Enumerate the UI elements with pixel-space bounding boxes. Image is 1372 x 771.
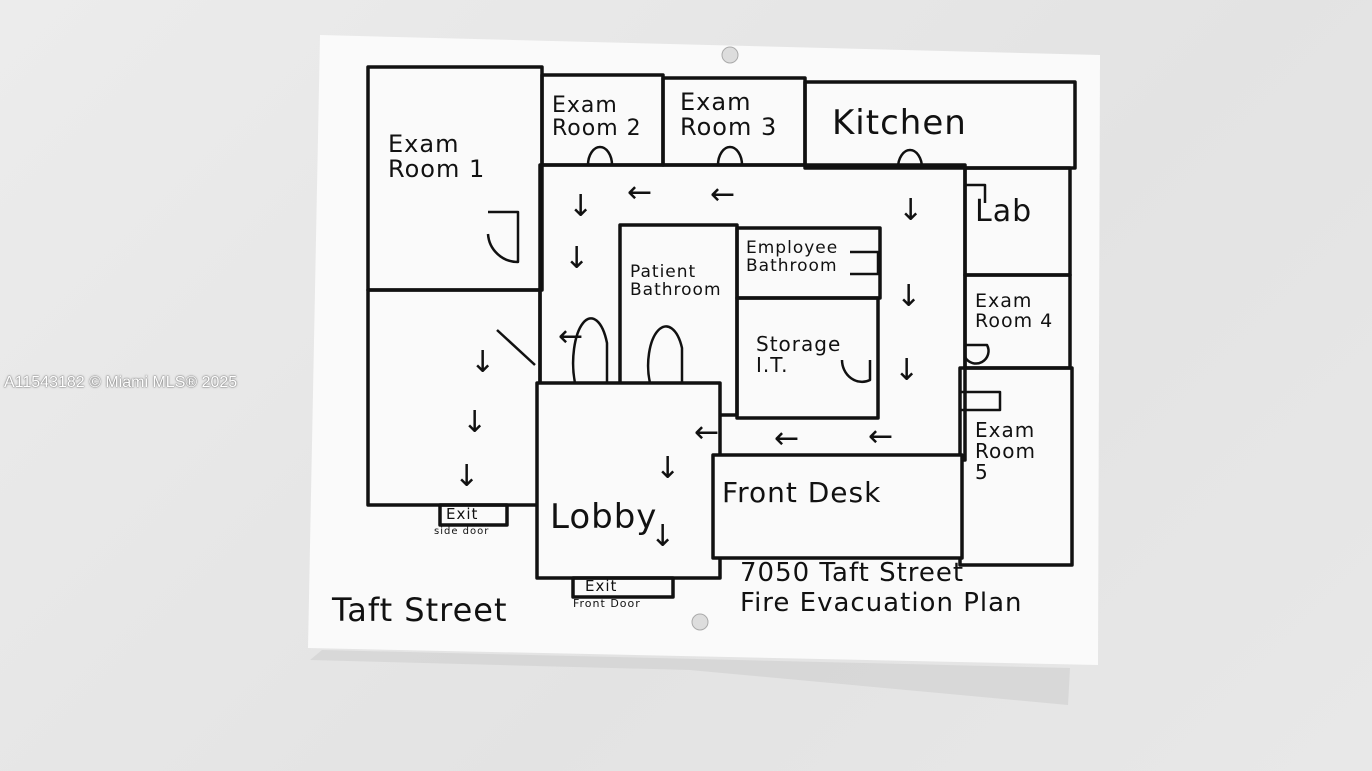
arrow-down-icon: ↓ (564, 241, 590, 276)
arrow-down-icon: ↓ (650, 519, 676, 554)
room-kitchen (803, 80, 1077, 170)
arrow-down-icon: ↓ (894, 353, 920, 388)
door-arc (840, 359, 872, 384)
label-exam-room-5: Exam Room 5 (975, 418, 1036, 484)
watermark: A11543182 © Miami MLS® 2025 (4, 374, 238, 391)
exit-side-box (438, 503, 509, 527)
label-exam-room-3: Exam Room 3 (680, 88, 778, 142)
arrow-down-icon: ↓ (462, 405, 488, 440)
arrow-down-icon: ↓ (896, 279, 922, 314)
label-front-door: Front Door (573, 597, 641, 610)
exit-front-box (571, 576, 675, 599)
label-exam-room-1: Exam Room 1 (388, 130, 486, 184)
label-side-door: side door (434, 526, 490, 537)
label-lab: Lab (975, 194, 1033, 229)
plan-title: Fire Evacuation Plan (740, 588, 1023, 618)
arrow-down-icon: ↓ (470, 345, 496, 380)
label-lobby: Lobby (550, 497, 658, 537)
label-street: Taft Street (332, 591, 508, 629)
paper-shadow (310, 650, 1070, 705)
label-front-desk: Front Desk (722, 476, 882, 509)
room-lobby (535, 381, 722, 580)
arrow-left-icon: ← (627, 175, 653, 210)
room-front-desk (711, 453, 964, 560)
door-arc (896, 148, 924, 169)
label-exam-room-4: Exam Room 4 (975, 290, 1054, 332)
door-arc (965, 183, 987, 203)
door-arc (496, 329, 536, 366)
label-exit-front: Exit (585, 577, 618, 595)
room-storage (735, 296, 880, 420)
label-kitchen: Kitchen (832, 103, 967, 143)
label-exam-room-2: Exam Room 2 (552, 93, 642, 142)
door-arc (486, 210, 520, 264)
arrow-left-icon: ← (694, 415, 720, 450)
door-arc (850, 250, 880, 276)
label-exit-side: Exit (446, 505, 479, 523)
arrow-left-icon: ← (710, 177, 736, 212)
label-patient-bathroom: Patient Bathroom (630, 262, 722, 300)
door-arc (571, 317, 609, 384)
door-arc (716, 145, 744, 166)
arrow-left-icon: ← (868, 419, 894, 454)
arrow-left-icon: ← (774, 421, 800, 456)
thumbtack-top (721, 46, 739, 64)
thumbtack-bottom (691, 613, 709, 631)
label-employee-bathroom: Employee Bathroom (746, 238, 839, 276)
arrow-down-icon: ↓ (898, 193, 924, 228)
arrow-left-icon: ← (558, 319, 584, 354)
arrow-down-icon: ↓ (568, 189, 594, 224)
door-arc (646, 325, 684, 384)
arrow-down-icon: ↓ (454, 459, 480, 494)
label-storage-it: Storage I.T. (756, 332, 842, 377)
plan-title-address: 7050 Taft Street (740, 558, 965, 588)
door-arc (586, 145, 614, 166)
arrow-down-icon: ↓ (655, 451, 681, 486)
door-arc (963, 343, 990, 365)
door-arc (960, 390, 1002, 412)
